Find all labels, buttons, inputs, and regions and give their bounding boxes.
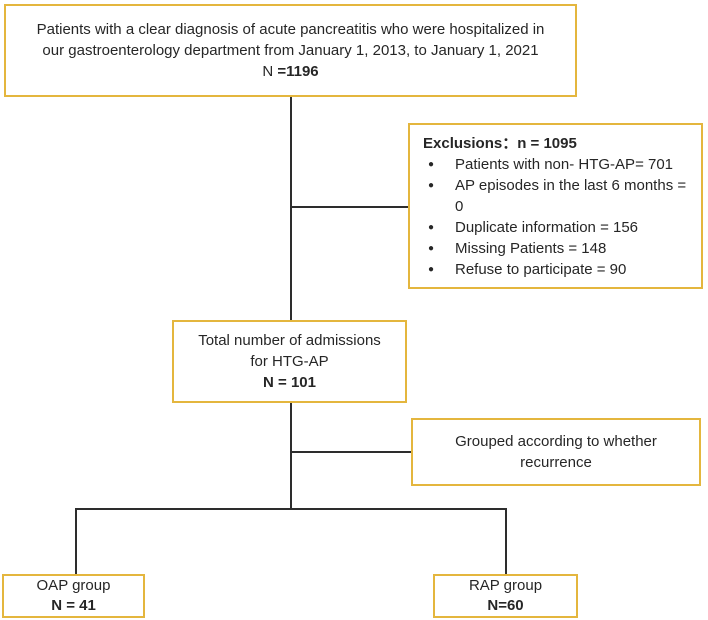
exclusion-item-text: AP episodes in the last 6 months = 0 xyxy=(455,177,687,215)
list-item: ● Patients with non- HTG-AP= 701 xyxy=(423,154,697,175)
total-admissions-line1: Total number of admissions xyxy=(198,332,381,349)
connector-top-to-total xyxy=(290,97,292,320)
exclusion-item-text: Refuse to participate = 90 xyxy=(455,261,627,278)
total-admissions-box: Total number of admissions for HTG-AP N … xyxy=(172,320,407,403)
rap-group-box: RAP group N=60 xyxy=(433,574,578,618)
grouping-line1: Grouped according to whether xyxy=(455,433,657,450)
exclusions-content: Exclusions：n = 1095 ● Patients with non-… xyxy=(410,125,701,280)
list-item: ● Refuse to participate = 90 xyxy=(423,259,697,280)
top-population-line1: Patients with a clear diagnosis of acute… xyxy=(36,21,545,38)
exclusions-title: Exclusions：n = 1095 xyxy=(423,135,577,152)
total-admissions-n: N = 101 xyxy=(263,374,316,391)
exclusions-list: ● Patients with non- HTG-AP= 701 ● AP ep… xyxy=(423,154,697,280)
oap-group-box: OAP group N = 41 xyxy=(2,574,145,618)
top-population-n-prefix: N xyxy=(262,63,278,80)
oap-group-name: OAP group xyxy=(36,577,111,594)
list-item: ● Duplicate information = 156 xyxy=(423,217,697,238)
grouping-criterion-box: Grouped according to whether recurrence xyxy=(411,418,701,486)
bullet-icon: ● xyxy=(428,222,435,233)
top-population-box: Patients with a clear diagnosis of acute… xyxy=(4,4,577,97)
top-population-line2: our gastroenterology department from Jan… xyxy=(42,42,539,59)
top-population-n-value: =1196 xyxy=(277,63,319,80)
bullet-icon: ● xyxy=(428,264,435,275)
connector-to-exclusions xyxy=(292,206,408,208)
connector-split-bar xyxy=(75,508,507,510)
grouping-line2: recurrence xyxy=(520,454,592,471)
bullet-icon: ● xyxy=(428,180,435,191)
top-population-n: N =1196 xyxy=(262,61,318,82)
exclusion-item-text: Patients with non- HTG-AP= 701 xyxy=(455,156,674,173)
list-item: ● Missing Patients = 148 xyxy=(423,238,697,259)
exclusion-item-text: Duplicate information = 156 xyxy=(455,219,639,236)
exclusion-item-text: Missing Patients = 148 xyxy=(455,240,607,257)
connector-split-to-rap xyxy=(505,510,507,574)
oap-group-n: N = 41 xyxy=(51,597,96,614)
connector-split-to-oap xyxy=(75,510,77,574)
exclusions-box: Exclusions：n = 1095 ● Patients with non-… xyxy=(408,123,703,289)
connector-total-to-split xyxy=(290,403,292,510)
rap-group-n: N=60 xyxy=(487,597,524,614)
connector-to-grouping xyxy=(292,451,411,453)
bullet-icon: ● xyxy=(428,159,435,170)
list-item: ● AP episodes in the last 6 months = 0 xyxy=(423,175,697,217)
bullet-icon: ● xyxy=(428,243,435,254)
total-admissions-line2: for HTG-AP xyxy=(250,353,329,370)
rap-group-name: RAP group xyxy=(468,577,543,594)
